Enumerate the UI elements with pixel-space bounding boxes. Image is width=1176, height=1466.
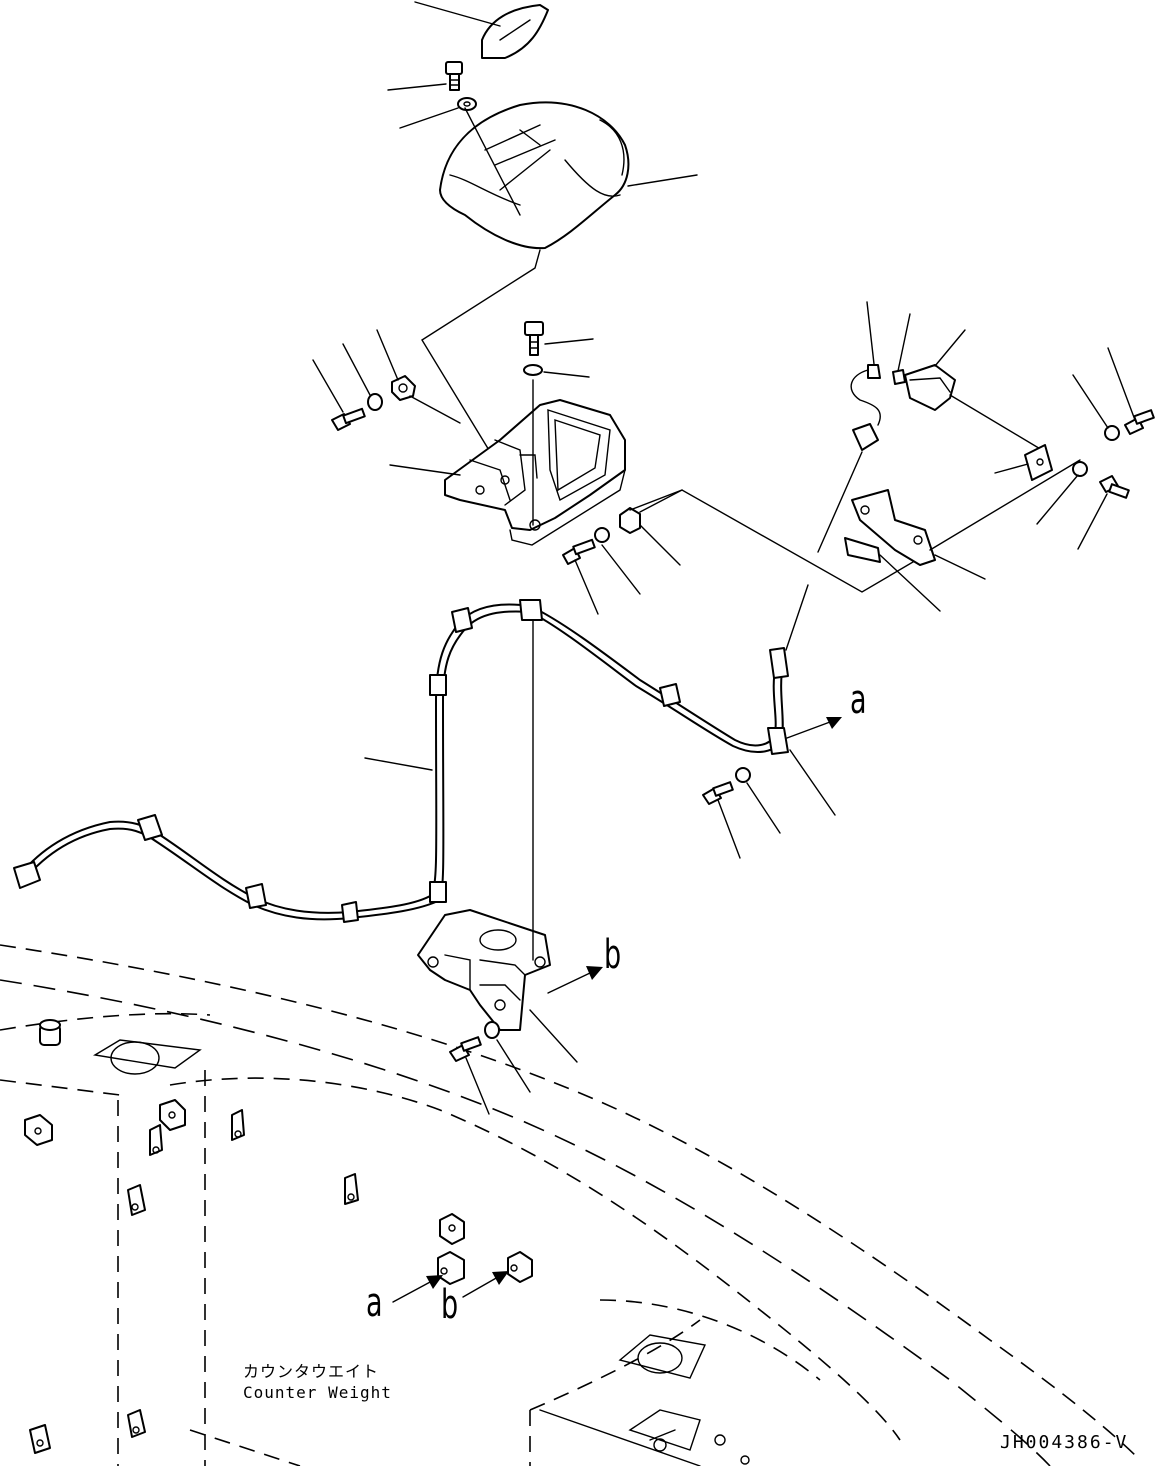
sensor-assembly xyxy=(850,364,956,451)
wiring-harness xyxy=(13,599,789,923)
arrow-b-upper xyxy=(547,966,603,994)
arrow-b-lower xyxy=(462,1271,509,1298)
top-bolt xyxy=(445,61,463,91)
harness-bolt xyxy=(702,767,751,805)
counterweight-plug xyxy=(39,1019,61,1046)
arrow-a-lower xyxy=(392,1275,443,1303)
leader-cover xyxy=(414,1,501,27)
hinge-bolt xyxy=(449,1021,500,1062)
counterweight-label-jp: カウンタウエイト xyxy=(243,1362,380,1381)
hinge-bracket xyxy=(417,909,551,1031)
drawing-code: JH004386-V xyxy=(1000,1432,1129,1453)
callout-a-lower: a xyxy=(366,1280,383,1326)
top-washer xyxy=(457,97,477,111)
right-bolts xyxy=(1072,409,1155,499)
cover-plate xyxy=(481,4,549,59)
counterweight-brackets xyxy=(24,1099,533,1454)
armrest-cover xyxy=(439,101,630,250)
main-bracket xyxy=(444,399,626,546)
lower-right-frame xyxy=(539,1409,750,1466)
right-mount-plate xyxy=(844,444,1053,566)
counterweight-label-en: Counter Weight xyxy=(243,1383,392,1402)
arrow-a-upper xyxy=(786,717,842,739)
mid-bolt xyxy=(524,321,544,356)
counterweight-pads xyxy=(92,1039,707,1451)
callout-b-lower: b xyxy=(441,1282,459,1328)
counterweight-outline xyxy=(0,944,1141,1466)
callout-a-upper: a xyxy=(850,677,867,723)
callout-b-upper: b xyxy=(604,932,622,978)
left-bolt-set xyxy=(331,375,416,431)
